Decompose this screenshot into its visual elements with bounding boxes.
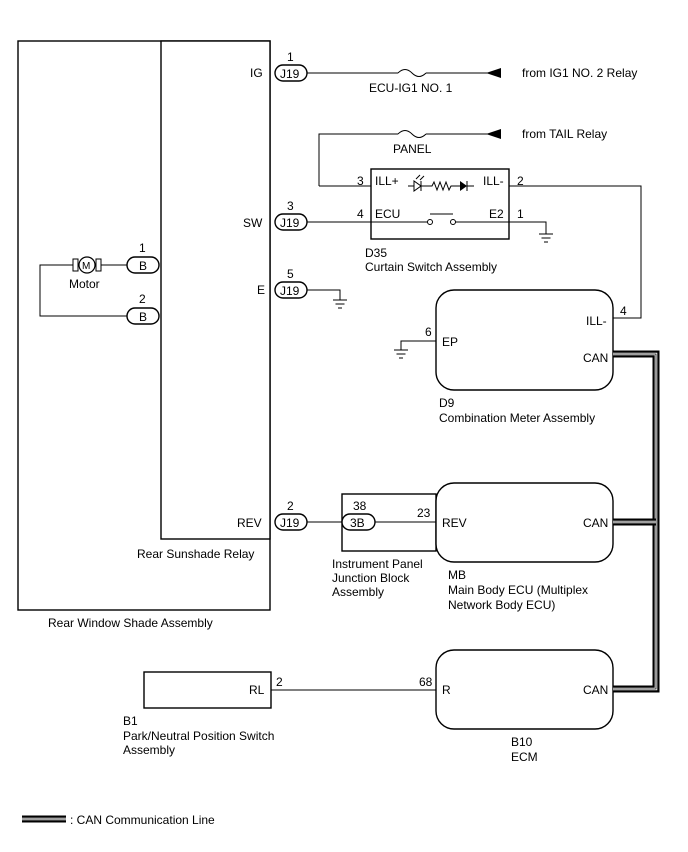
j19-ig-pin-number: 1 [287,50,294,64]
main-body-rev: REV [442,516,467,530]
j19-ig-text: J19 [280,67,300,81]
junction-block-line-3: Assembly [332,585,384,599]
main-body-name-2: Network Body ECU) [448,598,555,612]
main-body-code: MB [448,568,466,582]
fuse-panel-symbol [397,130,427,138]
combination-meter-box [435,289,614,391]
main-body-rev-num: 23 [417,506,431,520]
ground-icon [539,233,553,243]
curtain-switch-ill-plus-num: 3 [357,174,364,188]
ground-icon [333,299,347,309]
j19-rev-text: J19 [280,516,300,530]
motor-b2-text: B [139,310,147,324]
pin-e-label: E [257,283,265,297]
meter-ep: EP [442,335,458,349]
source-tail-relay-label: from TAIL Relay [522,127,607,141]
junction-block-pin-number: 38 [353,499,367,513]
curtain-switch-code: D35 [365,246,387,260]
pnp-name-1: Park/Neutral Position Switch [123,729,274,743]
motor-icon [72,256,102,274]
meter-ep-num: 6 [425,325,432,339]
motor-b2-pin-number: 2 [139,292,146,306]
curtain-switch-ecu-num: 4 [357,207,364,221]
pin-rev-label: REV [237,516,262,530]
pnp-name-2: Assembly [123,743,175,757]
fuse-ecu-ig1-symbol [397,69,427,77]
arrow-ig1-relay-icon [486,68,501,78]
curtain-switch-ill-minus: ILL- [483,174,504,188]
ecm-r-num: 68 [419,675,433,689]
j19-rev-pin-number: 2 [287,499,294,513]
curtain-switch-ecu: ECU [375,207,400,221]
source-ig1-relay-label: from IG1 NO. 2 Relay [522,66,637,80]
pnp-code: B1 [123,714,138,728]
ecm-code: B10 [511,735,533,749]
junction-block-line-1: Instrument Panel [332,557,423,571]
motor-label: Motor [69,277,100,291]
fuse-panel-label: PANEL [393,142,432,156]
rear-window-shade-label: Rear Window Shade Assembly [48,616,213,630]
main-body-name-1: Main Body ECU (Multiplex [448,583,588,597]
main-body-can: CAN [583,516,608,530]
combination-meter-name: Combination Meter Assembly [439,411,595,425]
j19-sw-text: J19 [280,216,300,230]
motor-connector-b-2 [126,307,160,325]
curtain-switch-ill-minus-num: 2 [517,174,524,188]
junction-block-connector-text: 3B [350,516,365,530]
curtain-switch-name: Curtain Switch Assembly [365,260,497,274]
motor-connector-b-1 [126,256,160,274]
illumination-led-icon [408,174,474,192]
j19-e-pin-number: 5 [287,267,294,281]
pnp-rl-num: 2 [276,675,283,689]
ecm-name: ECM [511,750,538,764]
ecm-can: CAN [583,683,608,697]
j19-e-text: J19 [280,284,300,298]
curtain-switch-e2: E2 [489,207,504,221]
motor-b1-pin-number: 1 [139,241,146,255]
legend-can-line-label: : CAN Communication Line [70,813,215,827]
motor-symbol: M [82,261,90,272]
ground-icon [394,349,408,359]
combination-meter-code: D9 [439,396,455,410]
fuse-ecu-ig1-label: ECU-IG1 NO. 1 [369,81,453,95]
ecm-r: R [442,683,451,697]
meter-ill-minus: ILL- [586,314,607,328]
j19-sw-pin-number: 3 [287,199,294,213]
rear-sunshade-relay-label: Rear Sunshade Relay [137,547,254,561]
arrow-tail-relay-icon [486,129,501,139]
rear-sunshade-relay-box [160,40,271,540]
pin-sw-label: SW [243,216,263,230]
curtain-switch-ill-plus: ILL+ [375,174,399,188]
pnp-rl: RL [249,683,265,697]
meter-ill-minus-num: 4 [620,304,627,318]
can-bus-line [613,350,660,693]
motor-b1-text: B [139,259,147,273]
pnp-switch-box [143,671,272,709]
junction-block-line-2: Junction Block [332,571,410,585]
meter-can: CAN [583,351,608,365]
pin-ig-label: IG [250,66,263,80]
curtain-switch-e2-num: 1 [517,207,524,221]
